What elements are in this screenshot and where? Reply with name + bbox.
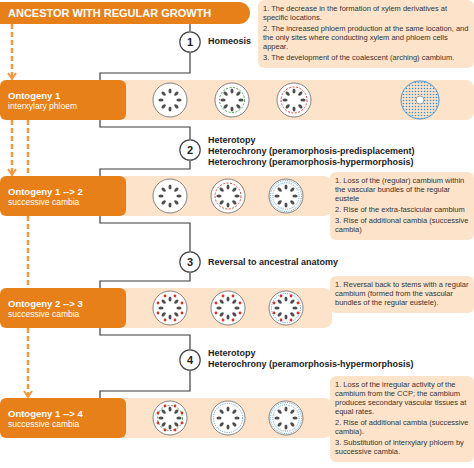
sequence-line [100, 328, 190, 349]
ontogeny-arrow [11, 120, 14, 175]
step-number: 4 [179, 349, 201, 371]
sequence-line [100, 120, 190, 139]
step-label: Reversal to ancestral anatomy [208, 257, 338, 267]
ontogeny-arrow [27, 120, 30, 397]
note-item: 2. Rise of the extra-fascicular cambium [335, 205, 469, 214]
step-circle: 2 [179, 139, 201, 161]
note-item: 1. Loss of the (regular) cambium within … [335, 176, 469, 203]
note-item: 1. The decrease in the formation of xyle… [263, 4, 469, 22]
note-box: 1. Loss of the (regular) cambium within … [330, 172, 474, 240]
note-box: 1. Reversal back to stems with a regular… [330, 276, 474, 313]
tab-subtitle: successive cambia [8, 197, 118, 207]
sequence-line [100, 161, 190, 176]
step-label: Homeosis [208, 36, 251, 46]
note-item: 3. Rise of additional cambia (successive… [335, 216, 469, 234]
tab-heading: Ontogeny 1 [8, 90, 118, 101]
note-item: 3. Substitution of interxylary phloem by… [335, 438, 469, 456]
sequence-line [100, 53, 190, 80]
sequence-line [100, 216, 190, 251]
step-label: Heterochrony (peramorphosis-predisplacem… [208, 146, 415, 156]
title-banner: ANCESTOR WITH REGULAR GROWTH [0, 2, 250, 24]
step-label: Heterotopy [208, 348, 256, 358]
ontogeny-tab: Ontogeny 1 --> 2successive cambia [0, 176, 126, 216]
sequence-line [100, 273, 190, 288]
tab-subtitle: interxylary phloem [8, 101, 118, 111]
ontogeny-tab: Ontogeny 1interxylary phloem [0, 80, 126, 120]
sequence-line [189, 24, 190, 31]
tab-heading: Ontogeny 1 --> 2 [8, 186, 118, 197]
step-number: 1 [179, 31, 201, 53]
step-circle: 4 [179, 349, 201, 371]
step-label: Heterochrony (peramorphosis-hypermorphos… [208, 157, 414, 167]
tab-heading: Ontogeny 2 --> 3 [8, 298, 118, 309]
ontogeny-tab: Ontogeny 1 --> 4successive cambia [0, 398, 126, 438]
step-circle: 3 [179, 251, 201, 273]
note-box: 1. The decrease in the formation of xyle… [258, 0, 474, 68]
sequence-line [100, 371, 190, 398]
note-item: 2. Rise of additional cambia (successive… [335, 418, 469, 436]
tab-subtitle: successive cambia [8, 419, 118, 429]
note-item: 1. Reversal back to stems with a regular… [335, 280, 469, 307]
step-label: Heterotopy [208, 135, 256, 145]
ontogeny-tab: Ontogeny 2 --> 3successive cambia [0, 288, 126, 328]
note-item: 2. The increased phloem production at th… [263, 24, 469, 51]
step-circle: 1 [179, 31, 201, 53]
note-item: 3. The development of the coalescent (ar… [263, 53, 469, 62]
tab-heading: Ontogeny 1 --> 4 [8, 408, 118, 419]
note-box: 1. Loss of the irregular activity of the… [330, 376, 474, 462]
tab-subtitle: successive cambia [8, 309, 118, 319]
step-number: 3 [179, 251, 201, 273]
ontogeny-arrow [11, 24, 14, 79]
step-label: Heterochrony (peramorphosis-hypermorphos… [208, 359, 414, 369]
step-number: 2 [179, 139, 201, 161]
note-item: 1. Loss of the irregular activity of the… [335, 380, 469, 416]
banner-text: ANCESTOR WITH REGULAR GROWTH [8, 7, 211, 19]
